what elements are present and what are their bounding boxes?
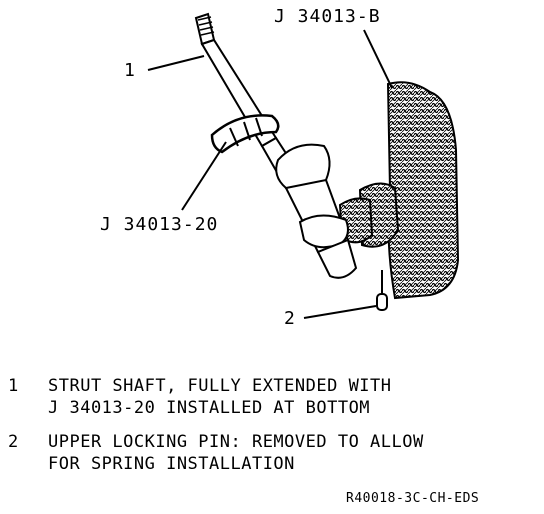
leader-j34013-20 [181, 141, 227, 211]
legend-item-2-line2: FOR SPRING INSTALLATION [48, 454, 295, 474]
figure-code: R40018-3C-CH-EDS [346, 491, 480, 506]
leader-j34013-b [363, 29, 393, 89]
legend-item-2-line1: UPPER LOCKING PIN: REMOVED TO ALLOW [48, 432, 424, 452]
upper-locking-pin [376, 270, 388, 311]
legend-item-1-line1: STRUT SHAFT, FULLY EXTENDED WITH [48, 376, 392, 396]
legend-item-2-number: 2 [8, 432, 19, 452]
tool-label-j34013-20: J 34013-20 [100, 214, 219, 235]
callout-2-label: 2 [284, 308, 296, 329]
strut-body [260, 136, 358, 279]
clamp-tool-j34013-20 [210, 114, 280, 154]
callout-1-label: 1 [124, 60, 136, 81]
leader-callout-2 [303, 305, 377, 319]
leader-callout-1 [147, 55, 205, 71]
legend-item-1-line2: J 34013-20 INSTALLED AT BOTTOM [48, 398, 371, 418]
legend-item-1-number: 1 [8, 376, 19, 396]
tool-label-j34013-b: J 34013-B [274, 6, 381, 27]
spring-compressor-tool [338, 81, 460, 300]
